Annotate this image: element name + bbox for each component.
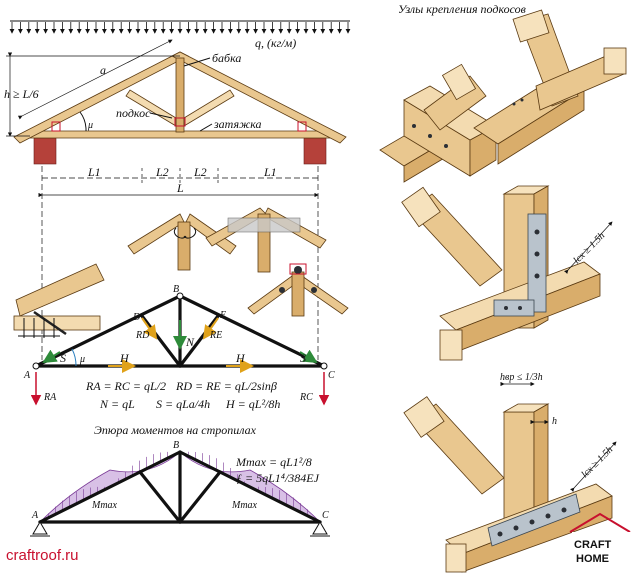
craft-home-logo: CRAFT HOME: [569, 512, 631, 566]
span-label-l1-right: L1: [263, 165, 277, 179]
right-brick-wall: [303, 137, 327, 165]
node-label-c: C: [328, 370, 335, 381]
site-url: craftroof.ru: [6, 547, 79, 564]
reaction-label-rd: RD: [135, 330, 150, 341]
logo-top: CRAFT: [574, 539, 612, 551]
member-label-s-left: S: [60, 351, 66, 365]
moment-label-right: Mmax: [231, 500, 258, 511]
formula-n: N = qL: [99, 397, 135, 411]
node-label-d: D: [132, 312, 141, 323]
angle-label: μ: [87, 120, 93, 131]
king-post: [175, 57, 185, 133]
moment-diagram: [30, 450, 330, 537]
eave-joint-detail: [13, 263, 105, 338]
span-dimensions: [38, 166, 319, 360]
tie-label: затяжка: [213, 117, 262, 131]
strut-joint-detail-3: [403, 381, 617, 573]
moment-label-left: Mmax: [91, 500, 118, 511]
rafter-label: a: [100, 63, 106, 77]
span-label-l2-right: L2: [193, 165, 207, 179]
formula-s: S = qLa/4h: [156, 397, 210, 411]
strut-joint-detail-2: [401, 185, 613, 361]
reaction-label-re: RE: [209, 330, 222, 341]
member-label-n: N: [185, 335, 195, 349]
moment-node-b: B: [173, 440, 179, 451]
strut-label: подкос: [116, 106, 151, 120]
distributed-load-arrows: [9, 20, 351, 34]
details-title: Узлы крепления подкосов: [398, 2, 526, 16]
right-strut: [183, 89, 235, 127]
king-post-label: бабка: [212, 51, 241, 65]
lower-dim-label: lcx ≥ 1.5h: [580, 444, 616, 480]
member-label-mu: μ: [79, 354, 85, 365]
logo-bottom: HOME: [576, 553, 609, 565]
formula-ra-rc: RA = RC = qL/2: [85, 379, 166, 393]
left-brick-wall: [33, 137, 57, 165]
span-label-l2-left: L2: [155, 165, 169, 179]
formula-deflection: ƒ = 5qL1⁴/384EJ: [236, 471, 320, 485]
node-label-e: E: [219, 310, 226, 321]
total-span-label: L: [176, 181, 184, 195]
member-label-h-left: H: [119, 351, 130, 365]
top-truss-drawing: [6, 39, 347, 165]
moment-diagram-title: Эпюра моментов на стропилах: [94, 423, 257, 437]
formula-rd-re: RD = RE = qL/2sinβ: [175, 379, 277, 393]
member-label-h-right: H: [235, 351, 246, 365]
lower-dim-top-label: hвр ≤ 1/3h: [500, 372, 543, 383]
lower-dim-side-label: h: [552, 416, 557, 427]
member-label-s-right: S: [300, 351, 306, 365]
node-label-b: B: [173, 284, 179, 295]
formula-mmax: Mmax = qL1²/8: [235, 455, 312, 469]
node-label-a: A: [23, 370, 31, 381]
moment-node-a: A: [31, 510, 39, 521]
load-label: q, (кг/м): [255, 36, 296, 50]
reaction-label-rc: RC: [299, 392, 313, 403]
strut-joint-detail-1: [379, 9, 627, 183]
height-label: h ≥ L/6: [4, 87, 39, 101]
span-label-l1-left: L1: [87, 165, 101, 179]
formula-h: H = qL²/8h: [225, 397, 280, 411]
upper-dim-label: lcx ≥ 1.5h: [572, 230, 608, 266]
moment-node-c: C: [322, 510, 329, 521]
reaction-label-ra: RA: [43, 392, 57, 403]
right-rafter: [171, 51, 347, 144]
ridge-joint-details: [127, 207, 349, 317]
force-diagram: [30, 292, 330, 406]
